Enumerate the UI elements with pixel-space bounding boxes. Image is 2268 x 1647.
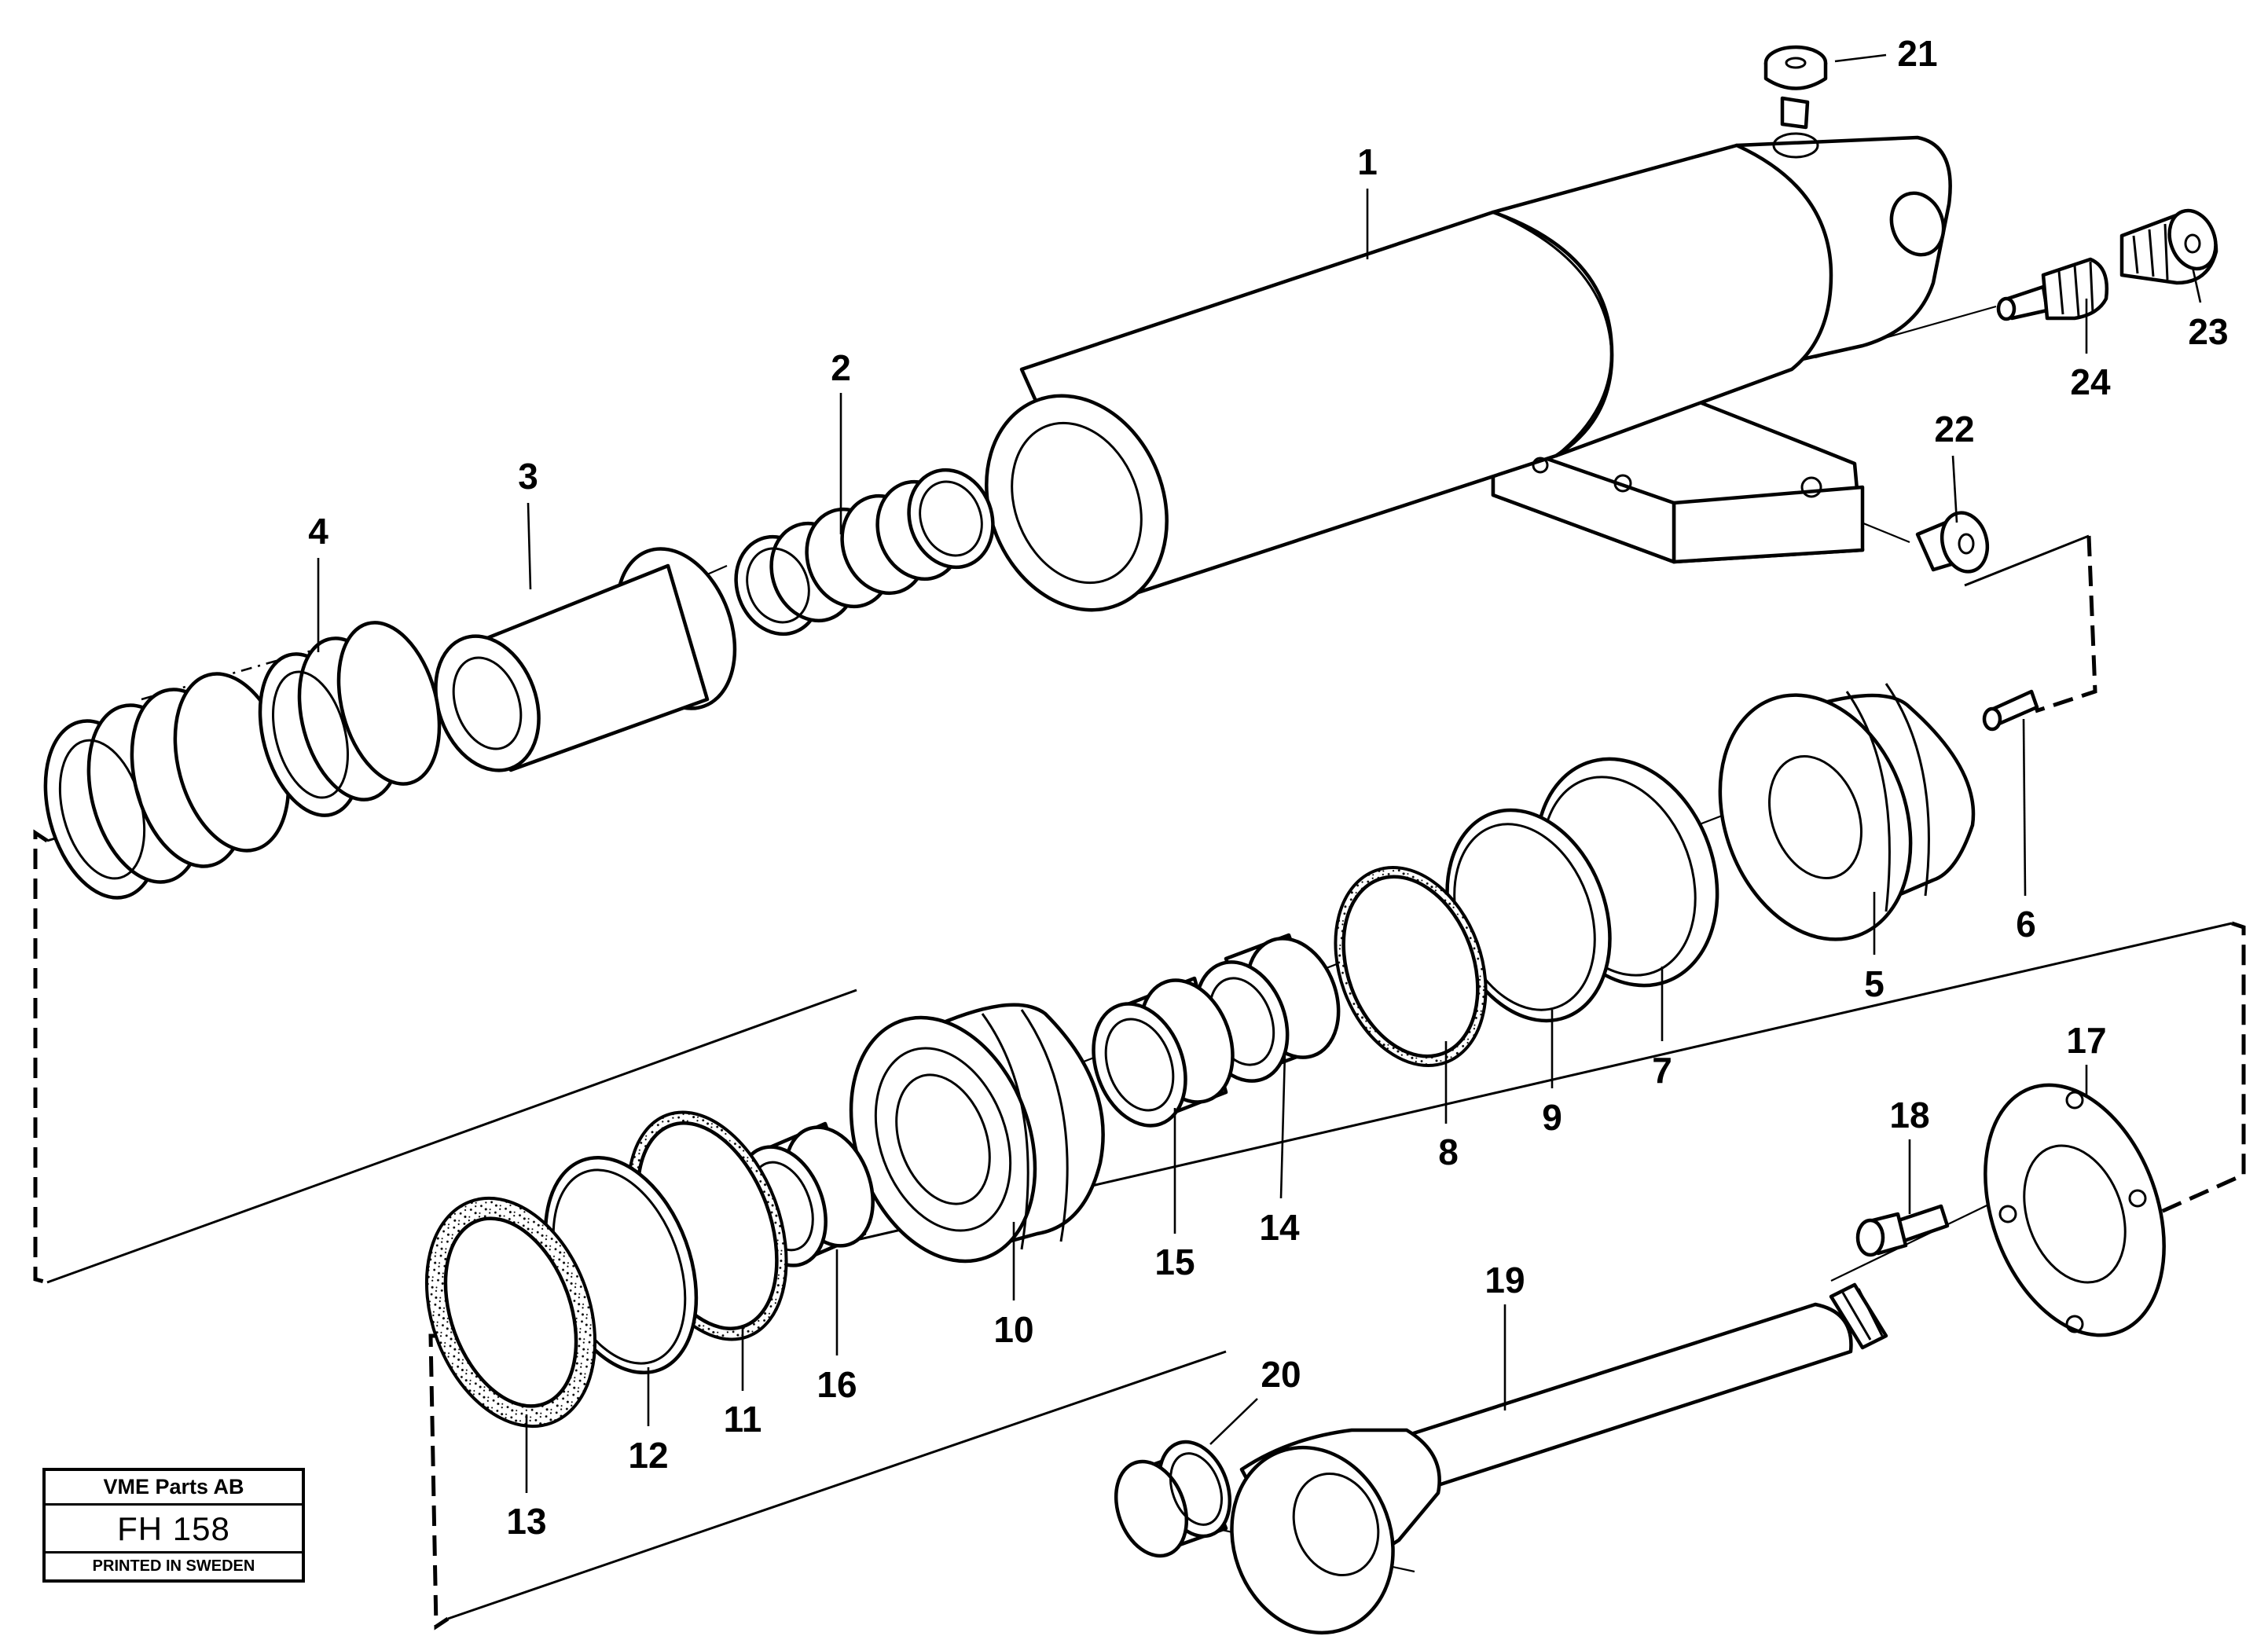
publisher-stamp: VME Parts AB FH 158 PRINTED IN SWEDEN: [42, 1468, 305, 1583]
cylinder-barrel: [985, 132, 1952, 612]
callout-3: 3: [518, 456, 538, 497]
callout-11: 11: [724, 1399, 762, 1440]
callout-22: 22: [1934, 409, 1974, 449]
set-screw-6: [1982, 689, 2039, 732]
callout-10: 10: [993, 1309, 1033, 1350]
stamp-company: VME Parts AB: [46, 1471, 302, 1506]
callout-7: 7: [1652, 1050, 1672, 1091]
callout-20: 20: [1261, 1354, 1301, 1395]
stamp-code: FH 158: [46, 1506, 302, 1553]
piston-rod-19: [1230, 1282, 1888, 1635]
callout-15: 15: [1154, 1242, 1195, 1282]
valve-insert-24: [1996, 257, 2109, 321]
cylinder-head-10: [849, 1003, 1105, 1264]
callout-12: 12: [628, 1435, 668, 1476]
callout-24: 24: [2070, 361, 2111, 402]
callout-2: 2: [831, 347, 851, 388]
bolt-18: [1855, 1204, 1950, 1257]
valve-plug-23: [2119, 208, 2218, 285]
callout-labels: 21 1 2 3 4 23 24 22 6 5 7 9 8 14 15 10 1…: [308, 33, 2228, 1542]
guide-tube-3: [434, 547, 737, 772]
callout-4: 4: [308, 511, 328, 552]
ring-8: [1334, 866, 1488, 1067]
callout-5: 5: [1864, 963, 1884, 1004]
plug-22: [1915, 511, 1990, 574]
callout-19: 19: [1484, 1260, 1525, 1300]
callout-1: 1: [1357, 141, 1378, 182]
callout-23: 23: [2188, 311, 2228, 352]
callout-14: 14: [1259, 1207, 1300, 1248]
leader-lines: [317, 53, 2202, 1493]
callout-9: 9: [1542, 1097, 1562, 1138]
callout-16: 16: [817, 1364, 857, 1405]
callout-18: 18: [1889, 1095, 1929, 1135]
spring-4: [43, 621, 442, 900]
bushing-15: [1092, 976, 1235, 1128]
callout-6: 6: [2016, 904, 2036, 945]
flange-17: [1984, 1083, 2166, 1337]
wiper-13: [424, 1196, 597, 1429]
callout-8: 8: [1438, 1132, 1459, 1172]
callout-21: 21: [1897, 33, 1937, 74]
callout-17: 17: [2066, 1020, 2106, 1061]
plug-21: [1763, 45, 1828, 130]
stamp-printed: PRINTED IN SWEDEN: [92, 1557, 255, 1575]
callout-13: 13: [506, 1501, 546, 1542]
spring-2: [734, 468, 995, 636]
bushing-20: [1114, 1440, 1232, 1558]
piston-5: [1718, 683, 1976, 941]
